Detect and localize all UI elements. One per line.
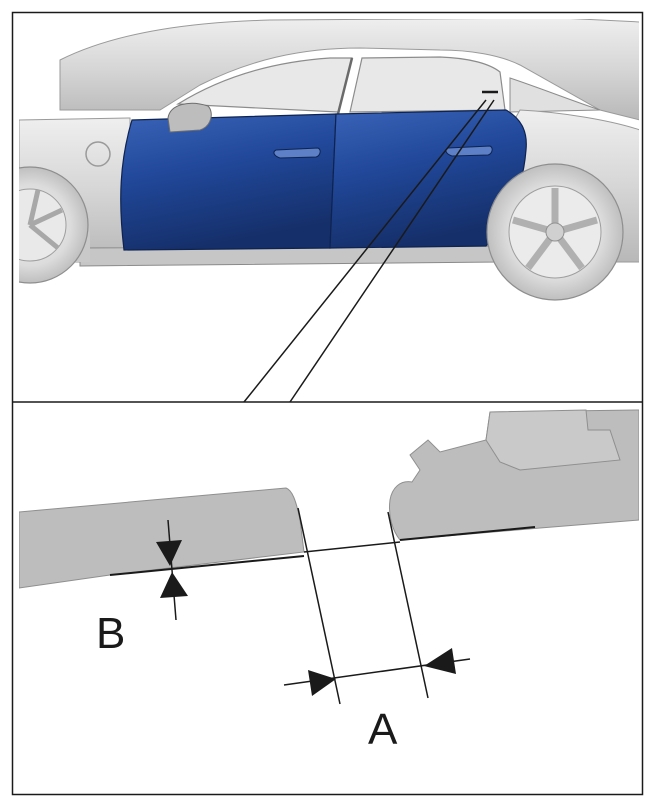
front-edge-extension [297, 507, 341, 705]
rear-window [349, 56, 506, 113]
front-door-section [19, 487, 305, 589]
side-mirror [167, 102, 212, 133]
car-side-view [19, 19, 639, 301]
car-roof [59, 19, 639, 121]
gap-section-detail [19, 409, 639, 705]
flush-reference-line [303, 541, 401, 553]
measure-arrow-icon [160, 572, 188, 598]
detail-callout-lines [243, 99, 495, 403]
front-window [176, 57, 353, 113]
dimension-b-label: B [96, 609, 126, 658]
measure-arrow-icon [308, 670, 336, 696]
measure-arrow-icon [424, 648, 456, 674]
dimension-b [156, 519, 188, 621]
rear-surface-line [399, 526, 536, 541]
charge-flap [85, 141, 111, 167]
dimension-a [283, 648, 471, 696]
measure-arrow-icon [156, 540, 182, 566]
b-pillar [336, 57, 354, 115]
front-door-handle [273, 147, 321, 159]
rear-door-handle [445, 145, 493, 157]
dimension-a-label: A [368, 705, 398, 754]
front-surface-line [109, 555, 305, 576]
quarter-window [509, 77, 601, 113]
front-wheel [19, 166, 90, 284]
front-door [120, 113, 337, 251]
rear-edge-extension [387, 511, 429, 699]
rear-wheel [486, 163, 624, 301]
